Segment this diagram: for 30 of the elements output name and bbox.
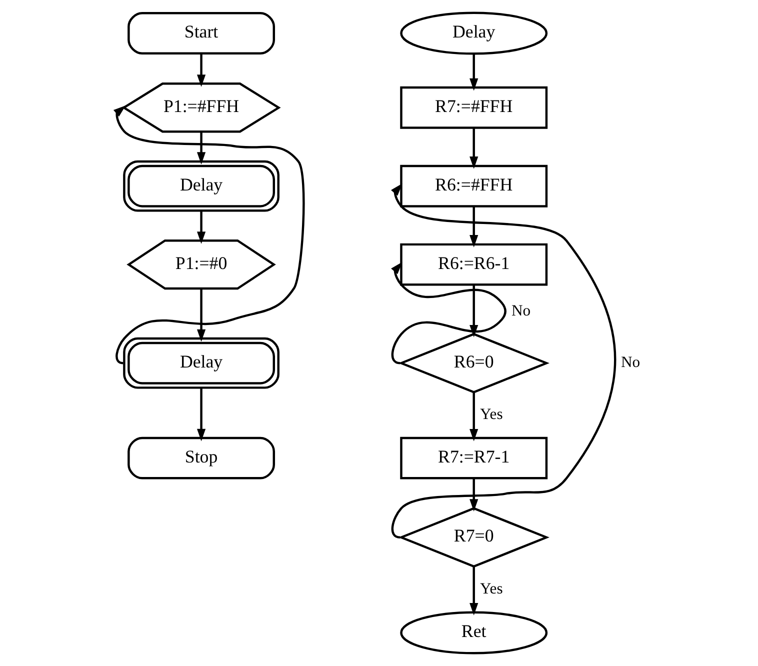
node-box: Delay [122,337,279,389]
node-box: Delay [122,160,279,212]
node-box: R6:=#FFH [400,164,548,208]
arrow [469,128,478,169]
arrow [469,206,478,248]
arrow [196,210,206,244]
arrow [469,478,478,512]
arrow [112,105,304,364]
node-ellipse: Ret [400,611,548,654]
arrow [469,566,478,616]
arrow [469,54,478,91]
arrow [196,388,206,442]
arrow [196,132,206,164]
arrow [196,288,206,342]
node-box: R7:=R7-1 [400,436,548,480]
edge-label: Yes [480,406,502,424]
node-box: Stop [127,436,275,480]
arrow [196,54,206,87]
node-diamond: R7=0 [398,507,549,568]
arrow [469,392,478,442]
node-box: R6:=R6-1 [400,243,548,286]
node-box: R7:=#FFH [400,86,548,129]
edge-label: No [620,354,640,372]
node-box: Start [127,12,275,54]
edge-label: No [510,302,530,320]
edge-label: Yes [480,580,502,598]
node-diamond: R6=0 [398,332,549,394]
arrow [469,284,478,338]
arrow [390,262,506,364]
node-ellipse: Delay [400,12,548,55]
